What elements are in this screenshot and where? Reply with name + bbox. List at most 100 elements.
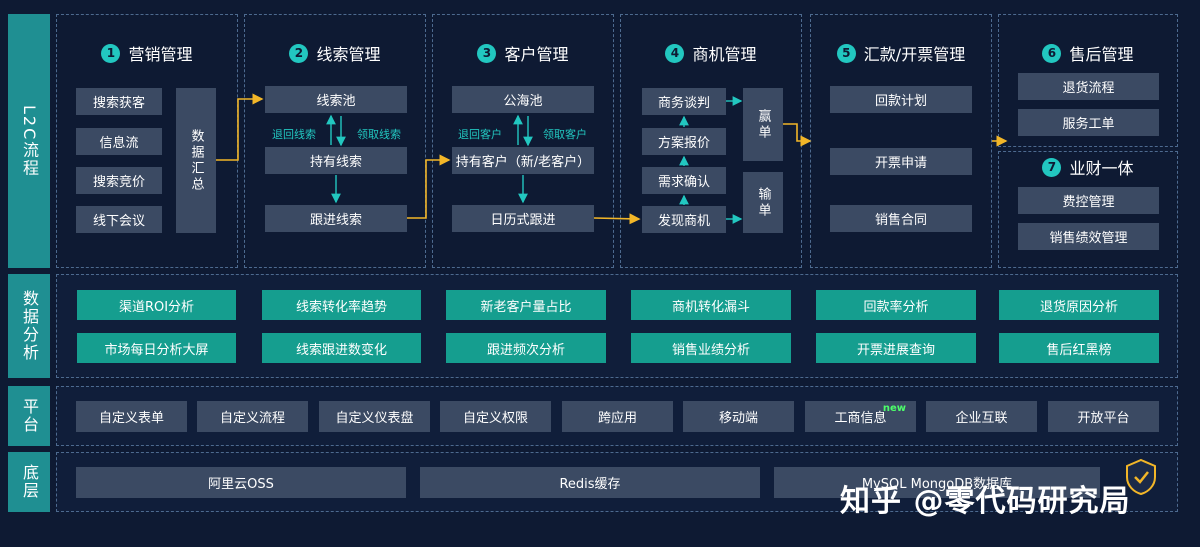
aftersales-item[interactable]: 退货流程 (1018, 73, 1159, 100)
payment-item-label: 销售合同 (874, 213, 927, 228)
opportunity-item-label: 需求确认 (657, 175, 710, 190)
stage-title-text: 营销管理 (128, 45, 193, 64)
finance-item[interactable]: 费控管理 (1018, 187, 1159, 214)
finance-item[interactable]: 销售绩效管理 (1018, 223, 1159, 250)
analysis-item-label: 开票进展查询 (856, 342, 935, 358)
bottom-item[interactable]: MySQL MongoDB数据库 (774, 467, 1100, 498)
lead-pool-label: 线索池 (316, 94, 356, 109)
analysis-item[interactable]: 跟进频次分析 (446, 333, 606, 363)
marketing-item-label: 信息流 (99, 136, 139, 151)
marketing-item-label: 搜索获客 (92, 96, 145, 111)
side-label-platform-text: 平台 (20, 398, 39, 434)
win-deal-label: 赢单 (755, 108, 771, 141)
analysis-item[interactable]: 商机转化漏斗 (631, 290, 791, 320)
analysis-item[interactable]: 市场每日分析大屏 (77, 333, 236, 363)
analysis-item[interactable]: 回款率分析 (816, 290, 976, 320)
marketing-item[interactable]: 搜索竞价 (76, 167, 162, 194)
opportunity-item[interactable]: 需求确认 (642, 167, 726, 194)
platform-item[interactable]: 自定义仪表盘 (319, 401, 430, 432)
platform-item[interactable]: 移动端 (683, 401, 794, 432)
platform-item-label: 企业互联 (955, 411, 1008, 426)
analysis-item-label: 售后红黑榜 (1046, 342, 1112, 358)
stage-title-leads: 2 线索管理 (244, 40, 426, 66)
opportunity-item[interactable]: 方案报价 (642, 128, 726, 155)
win-deal-box[interactable]: 赢单 (743, 88, 783, 161)
stage-number: 1 (101, 43, 121, 63)
marketing-item[interactable]: 搜索获客 (76, 88, 162, 115)
analysis-item-label: 渠道ROI分析 (118, 299, 195, 315)
opportunity-item[interactable]: 商务谈判 (642, 88, 726, 115)
platform-item[interactable]: 自定义流程 (197, 401, 308, 432)
data-summary-box[interactable]: 数据汇总 (176, 88, 216, 233)
payment-item-label: 开票申请 (874, 156, 927, 171)
stage-title-finance: 7 业财一体 (998, 154, 1178, 180)
analysis-item[interactable]: 开票进展查询 (816, 333, 976, 363)
platform-item-label: 自定义流程 (219, 411, 285, 426)
aftersales-item-label: 退货流程 (1062, 81, 1115, 96)
analysis-item-label: 回款率分析 (863, 299, 929, 315)
side-label-analysis-text: 数据分析 (20, 290, 39, 362)
calendar-follow-label: 日历式跟进 (490, 213, 556, 228)
stage-number: 4 (665, 43, 685, 63)
analysis-section (56, 274, 1178, 378)
lose-deal-box[interactable]: 输单 (743, 172, 783, 233)
analysis-item[interactable]: 退货原因分析 (999, 290, 1159, 320)
calendar-follow-box[interactable]: 日历式跟进 (452, 205, 594, 232)
held-leads-label: 持有线索 (309, 155, 362, 170)
held-customers-box[interactable]: 持有客户（新/老客户） (452, 147, 594, 174)
platform-item[interactable]: 企业互联 (926, 401, 1037, 432)
arrow-customers-to-opportunity (593, 213, 641, 225)
stage-finance (998, 151, 1178, 268)
marketing-item[interactable]: 信息流 (76, 128, 162, 155)
payment-item[interactable]: 回款计划 (830, 86, 972, 113)
marketing-item[interactable]: 线下会议 (76, 206, 162, 233)
platform-item-label: 移动端 (718, 411, 758, 426)
payment-item[interactable]: 销售合同 (830, 205, 972, 232)
lead-pool-box[interactable]: 线索池 (265, 86, 407, 113)
return-customers-label: 退回客户 (458, 128, 502, 141)
analysis-item[interactable]: 销售业绩分析 (631, 333, 791, 363)
analysis-item[interactable]: 售后红黑榜 (999, 333, 1159, 363)
stage-title-text: 汇款/开票管理 (863, 45, 966, 64)
platform-item-label: 跨应用 (597, 411, 637, 426)
platform-item[interactable]: 开放平台 (1048, 401, 1159, 432)
stage-number: 2 (289, 43, 309, 63)
analysis-item[interactable]: 渠道ROI分析 (77, 290, 236, 320)
analysis-item-label: 退货原因分析 (1039, 299, 1118, 315)
stage-title-opportunity: 4 商机管理 (620, 40, 802, 66)
side-label-platform: 平台 (8, 386, 50, 446)
platform-item[interactable]: 自定义表单 (76, 401, 187, 432)
stage-number: 5 (836, 43, 856, 63)
platform-item-label: 自定义仪表盘 (335, 411, 414, 426)
analysis-item-label: 线索转化率趋势 (295, 299, 387, 315)
analysis-item[interactable]: 新老客户量占比 (446, 290, 606, 320)
side-label-analysis: 数据分析 (8, 274, 50, 378)
bottom-item[interactable]: Redis缓存 (420, 467, 760, 498)
bottom-item-label: MySQL MongoDB数据库 (861, 477, 1013, 492)
held-leads-box[interactable]: 持有线索 (265, 147, 407, 174)
return-leads-label: 退回线索 (272, 128, 316, 141)
watermark-text: 知乎 @零代码研究局 (840, 484, 1131, 519)
side-label-l2c: L2C流程 (8, 14, 50, 268)
opportunity-item[interactable]: 发现商机 (642, 206, 726, 233)
analysis-item[interactable]: 线索跟进数变化 (262, 333, 421, 363)
platform-item[interactable]: 工商信息 new (805, 401, 916, 432)
analysis-item-label: 跟进频次分析 (486, 342, 565, 358)
platform-item[interactable]: 自定义权限 (440, 401, 551, 432)
analysis-item[interactable]: 线索转化率趋势 (262, 290, 421, 320)
follow-leads-box[interactable]: 跟进线索 (265, 205, 407, 232)
bottom-item-label: 阿里云OSS (208, 477, 274, 492)
aftersales-item[interactable]: 服务工单 (1018, 109, 1159, 136)
bottom-item[interactable]: 阿里云OSS (76, 467, 406, 498)
lose-deal-label: 输单 (755, 186, 771, 219)
platform-item-label: 自定义权限 (462, 411, 528, 426)
platform-item[interactable]: 跨应用 (562, 401, 673, 432)
analysis-item-label: 商机转化漏斗 (671, 299, 750, 315)
customer-pool-box[interactable]: 公海池 (452, 86, 594, 113)
stage-customers (432, 14, 614, 268)
stage-title-text: 业财一体 (1069, 159, 1134, 178)
payment-item[interactable]: 开票申请 (830, 148, 972, 175)
platform-item-label: 工商信息 (834, 411, 887, 426)
side-label-l2c-text: L2C流程 (20, 104, 39, 178)
shield-icon (1126, 458, 1156, 496)
